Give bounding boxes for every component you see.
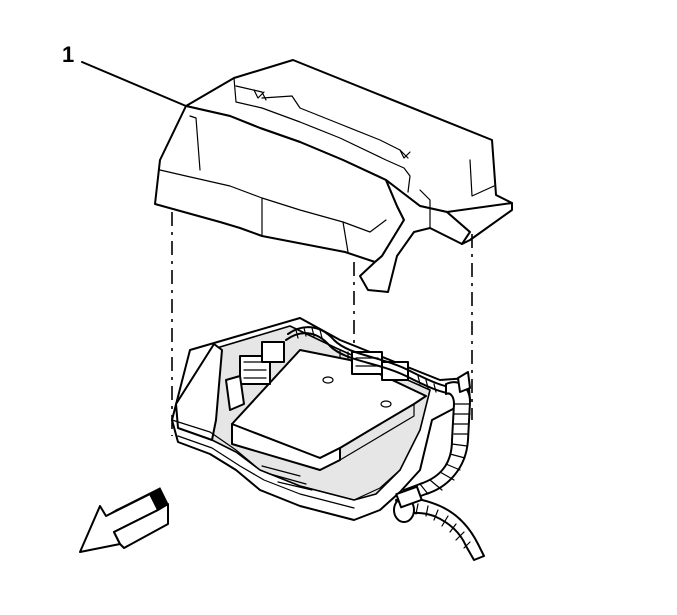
module-cover bbox=[154, 59, 513, 293]
front-direction-arrow bbox=[79, 487, 169, 553]
wiring-harness bbox=[225, 326, 485, 561]
electronic-module bbox=[231, 349, 427, 491]
callout-label-1: 1 bbox=[62, 42, 75, 67]
callout-1-leader-line bbox=[81, 61, 187, 107]
